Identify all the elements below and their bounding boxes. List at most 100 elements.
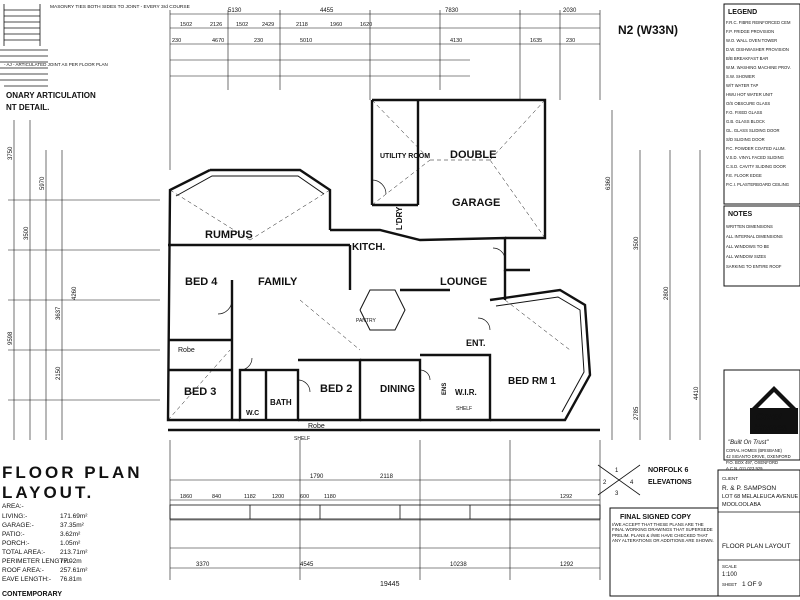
dim-r2-7: 1620: [360, 22, 372, 28]
company-address-1: CORAL HOMES (BRISBANE): [726, 448, 783, 453]
area-value-1: 171.69m²: [60, 513, 88, 520]
room-labels: RUMPUS UTILITY ROOM L'DRY DOUBLE GARAGE …: [178, 149, 556, 442]
room-rumpus: RUMPUS: [205, 229, 253, 241]
plan-walls: [166, 98, 600, 432]
dim-left-5: 3637: [56, 306, 62, 320]
room-robe-1: Robe: [178, 347, 195, 354]
dim-r3-2: 4670: [212, 38, 224, 44]
legend-item: W.M. WASHING MACHINE PROV.: [726, 65, 791, 70]
room-bed4: BED 4: [185, 276, 218, 288]
room-pantry: PANTRY: [356, 318, 376, 324]
legend-item: P.C. POWDER COATED ALUM.: [726, 146, 786, 151]
dim-bot3-3: 10238: [450, 562, 467, 568]
legend-item: F.E. FLOOR EDGE: [726, 173, 762, 178]
dim-r2-4: 2429: [262, 22, 274, 28]
floor-plan-title-2: LAYOUT.: [2, 483, 94, 502]
legend-item: P.C.I. PLASTERBOARD CEILING: [726, 182, 789, 187]
legend-box: [723, 3, 800, 205]
room-bed3: BED 3: [184, 386, 216, 398]
sheet-label: SHEET: [722, 582, 737, 587]
dim-right-3: 2800: [664, 286, 670, 300]
legend-item: HWU HOT WATER UNIT: [726, 92, 773, 97]
room-dining: DINING: [380, 384, 415, 395]
dim-bot-total: 19445: [380, 581, 400, 588]
area-label-5: TOTAL AREA:-: [2, 549, 45, 556]
area-value-4: 1.05m²: [60, 540, 81, 547]
company-logo: Coral Homes: [750, 386, 798, 434]
dim-r3-5: 4130: [450, 38, 462, 44]
notes-title: NOTES: [728, 211, 752, 218]
legend-item: GL. GLASS SLIDING DOOR: [726, 128, 780, 133]
dim-bot2-4: 1200: [272, 494, 284, 500]
bottom-dimension-text: 1790 2118 1860 840 1182 1200 600 1180 12…: [180, 474, 574, 588]
room-laundry: L'DRY: [395, 206, 404, 230]
dim-r2-3: 1502: [236, 22, 248, 28]
legend-item: W.O. WALL OVEN TOWER: [726, 38, 777, 43]
elevation-key-2: 2: [603, 480, 607, 486]
area-value-6: 77.02m: [60, 558, 82, 565]
section-title-2: NT DETAIL.: [6, 103, 49, 112]
logo-text-2: Homes: [754, 423, 788, 434]
legend-item: F.G. FIXED GLASS: [726, 110, 763, 115]
elevations-label: ELEVATIONS: [648, 479, 692, 486]
legend-item: F.P. FRIDGE PROVISION: [726, 29, 774, 34]
company-address-3: P.O. BOX 497, OXENFORD: [726, 460, 778, 465]
dim-r3-7: 230: [566, 38, 575, 44]
dim-right-2: 3500: [634, 236, 640, 250]
left-dimension-lines: [8, 120, 160, 440]
legend-item: O/S OBSCURE GLASS: [726, 101, 770, 106]
notes-box: [723, 205, 800, 287]
elevation-strip: [169, 504, 601, 520]
area-label-0: AREA:-: [2, 503, 24, 510]
dim-bot2-7: 1292: [560, 494, 572, 500]
legend-item: D.W. DISHWASHER PROVISION: [726, 47, 789, 52]
elevation-key: [597, 464, 641, 496]
dim-left-4: 9598: [8, 331, 14, 345]
legend-item: C.S.D. CAVITY SLIDING DOOR: [726, 164, 786, 169]
area-label-3: PATIO:-: [2, 531, 25, 538]
dim-top-2: 4455: [320, 8, 334, 14]
room-shelf-1: SHELF: [456, 406, 472, 412]
dim-bot3-2: 4545: [300, 562, 314, 568]
area-style: CONTEMPORARY: [2, 591, 62, 598]
dim-top-1: 5130: [228, 8, 242, 14]
dim-bot2-6: 1180: [324, 494, 336, 500]
notes-line: ALL WINDOW SIZES: [726, 254, 766, 259]
dim-left-6: 2150: [56, 366, 62, 380]
section-title-1: ONARY ARTICULATION: [6, 91, 96, 100]
dim-right-1: 6360: [606, 176, 612, 190]
area-value-5: 213.71m²: [60, 549, 88, 556]
sheet-value: 1 OF 9: [742, 581, 762, 588]
dim-left-7: 4260: [72, 286, 78, 300]
area-value-7: 257.61m²: [60, 567, 88, 574]
right-dimension-text: 6360 3500 2800 4410 2785: [606, 176, 700, 420]
door-swings: [217, 179, 506, 393]
legend-item: V.S.D. VINYL FACED SLIDING: [726, 155, 784, 160]
room-ent: ENT.: [466, 338, 486, 348]
room-shelf-2: SHELF: [294, 436, 310, 442]
dim-r2-5: 2118: [296, 22, 308, 28]
area-label-7: ROOF AREA:-: [2, 567, 44, 574]
room-wir: W.I.R.: [455, 388, 477, 397]
final-copy-title: FINAL SIGNED COPY: [620, 514, 691, 521]
area-value-8: 76.81m: [60, 576, 82, 583]
dim-top-3: 7830: [445, 8, 459, 14]
scale-value: 1:100: [722, 572, 738, 578]
floor-plan-title-1: FLOOR PLAN: [2, 463, 143, 482]
drawing-title: FLOOR PLAN LAYOUT: [722, 543, 791, 550]
room-lounge: LOUNGE: [440, 276, 487, 288]
room-robe-2: Robe: [308, 423, 325, 430]
areas-list: AREA:- LIVING:- 171.69m² GARAGE:- 37.35m…: [2, 503, 88, 598]
dim-right-5: 2785: [634, 406, 640, 420]
articulation-note: - AJ - ARTICULATED JOINT AS PER FLOOR PL…: [4, 62, 108, 67]
room-double-2: GARAGE: [452, 197, 500, 209]
dim-bot2-3: 1182: [244, 494, 256, 500]
elevation-key-3: 3: [615, 491, 619, 497]
room-ens: ENS: [442, 383, 448, 395]
legend-title: LEGEND: [728, 9, 757, 16]
dim-bot2-1: 1860: [180, 494, 192, 500]
sheet-code: N2 (W33N): [618, 23, 678, 37]
dim-left-1: 3750: [8, 146, 14, 160]
area-label-1: LIVING:-: [2, 513, 27, 520]
